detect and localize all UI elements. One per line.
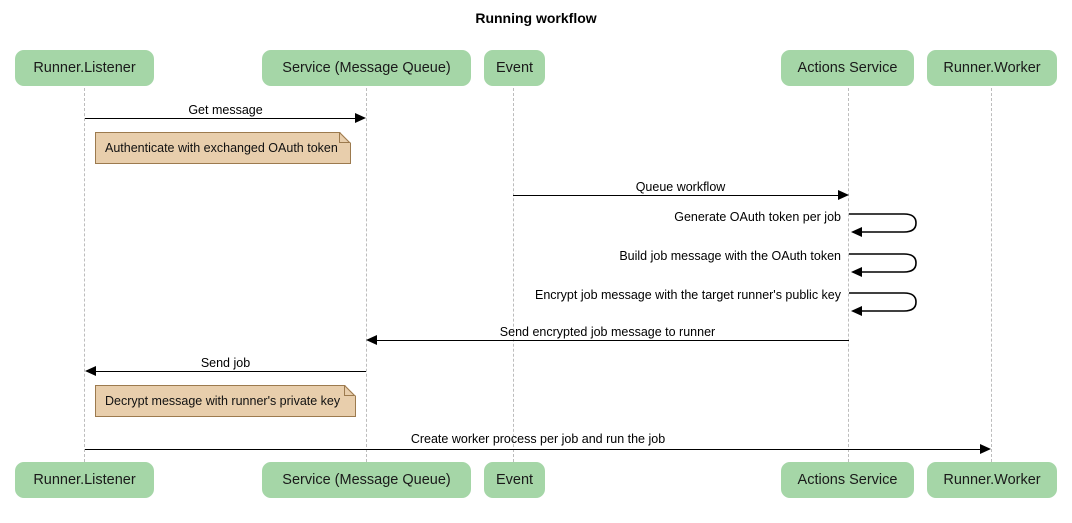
message-label-queue-workflow: Queue workflow [635, 180, 726, 194]
note-fold-edge-icon [344, 385, 356, 396]
message-label-generate-oauth-token-per-job: Generate OAuth token per job [674, 210, 841, 224]
participant-service-message-queue-top[interactable]: Service (Message Queue) [262, 50, 471, 86]
participant-label: Event [495, 472, 534, 488]
participant-actions-service-top[interactable]: Actions Service [781, 50, 914, 86]
message-label-encrypt-job-message-with-the-target-runners-public-key: Encrypt job message with the target runn… [534, 288, 841, 302]
participant-label: Actions Service [797, 60, 898, 76]
self-message-encrypt-job-message-with-the-target-runners-public-key [848, 289, 928, 321]
participant-runner-worker-top[interactable]: Runner.Worker [927, 50, 1057, 86]
participant-actions-service-bottom[interactable]: Actions Service [781, 462, 914, 498]
lifeline-runner-listener [84, 88, 85, 462]
participant-runner-listener-bottom[interactable]: Runner.Listener [15, 462, 154, 498]
participant-event-top[interactable]: Event [484, 50, 545, 86]
participant-service-message-queue-bottom[interactable]: Service (Message Queue) [262, 462, 471, 498]
message-label-build-job-message-with-the-oauth-token: Build job message with the OAuth token [619, 249, 841, 263]
message-label-send-job: Send job [200, 356, 251, 370]
note-fold-icon [345, 385, 356, 396]
message-label-create-worker-process-per-job-and-run-the-job: Create worker process per job and run th… [410, 432, 666, 446]
arrowhead-send-encrypted-job-message-to-runner [366, 335, 377, 345]
arrowhead-send-job [85, 366, 96, 376]
lifeline-service-message-queue [366, 88, 367, 462]
arrowhead-get-message [355, 113, 366, 123]
message-line-get-message [85, 118, 355, 119]
note-label: Decrypt message with runner's private ke… [105, 394, 341, 408]
participant-runner-listener-top[interactable]: Runner.Listener [15, 50, 154, 86]
participant-label: Runner.Worker [943, 60, 1041, 76]
self-message-build-job-message-with-the-oauth-token [848, 250, 928, 282]
arrowhead-queue-workflow [838, 190, 849, 200]
note-authenticate-with-exchanged-oauth-token: Authenticate with exchanged OAuth token [95, 132, 351, 164]
note-fold-edge-icon [339, 132, 351, 143]
message-line-send-encrypted-job-message-to-runner [377, 340, 849, 341]
note-fold-icon [340, 132, 351, 143]
participant-label: Service (Message Queue) [282, 60, 451, 76]
participant-label: Runner.Listener [33, 472, 136, 488]
self-message-generate-oauth-token-per-job [848, 210, 928, 242]
page-title: Running workflow [475, 10, 597, 26]
lifeline-actions-service [848, 88, 849, 462]
arrowhead-create-worker-process-per-job-and-run-the-job [980, 444, 991, 454]
lifeline-runner-worker [991, 88, 992, 462]
note-decrypt-message-with-runners-private-key: Decrypt message with runner's private ke… [95, 385, 356, 417]
participant-label: Event [495, 60, 534, 76]
participant-label: Actions Service [797, 472, 898, 488]
participant-label: Runner.Listener [33, 60, 136, 76]
participant-runner-worker-bottom[interactable]: Runner.Worker [927, 462, 1057, 498]
message-line-create-worker-process-per-job-and-run-the-job [85, 449, 980, 450]
note-label: Authenticate with exchanged OAuth token [105, 141, 338, 155]
message-line-send-job [96, 371, 366, 372]
participant-label: Service (Message Queue) [282, 472, 451, 488]
participant-event-bottom[interactable]: Event [484, 462, 545, 498]
message-line-queue-workflow [513, 195, 839, 196]
participant-label: Runner.Worker [943, 472, 1041, 488]
message-label-send-encrypted-job-message-to-runner: Send encrypted job message to runner [499, 325, 716, 339]
lifeline-event [513, 88, 514, 462]
message-label-get-message: Get message [188, 103, 263, 117]
